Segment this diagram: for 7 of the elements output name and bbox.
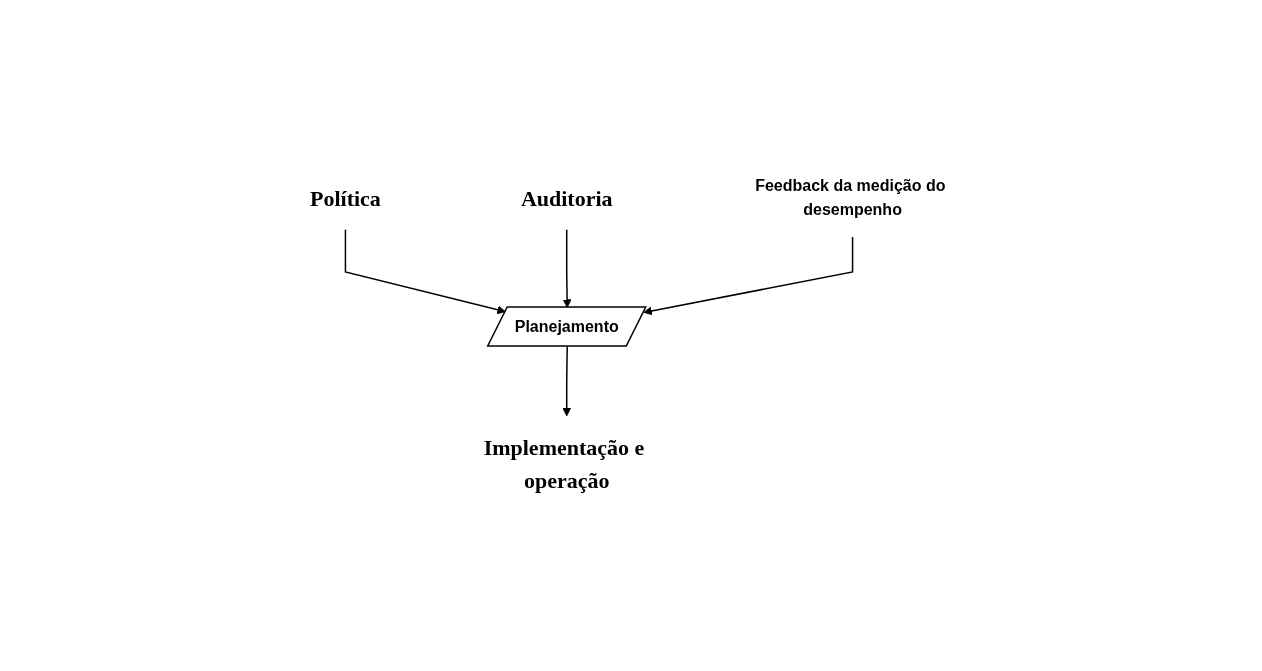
arrow [344,228,506,315]
node-text: Feedback da medição do desempenho [754,177,946,218]
arrow [562,228,572,308]
node-text: Política [309,185,381,211]
arrow [643,236,854,316]
node-text: Auditoria [520,185,613,211]
node-text: Implementação e operação [483,435,645,493]
